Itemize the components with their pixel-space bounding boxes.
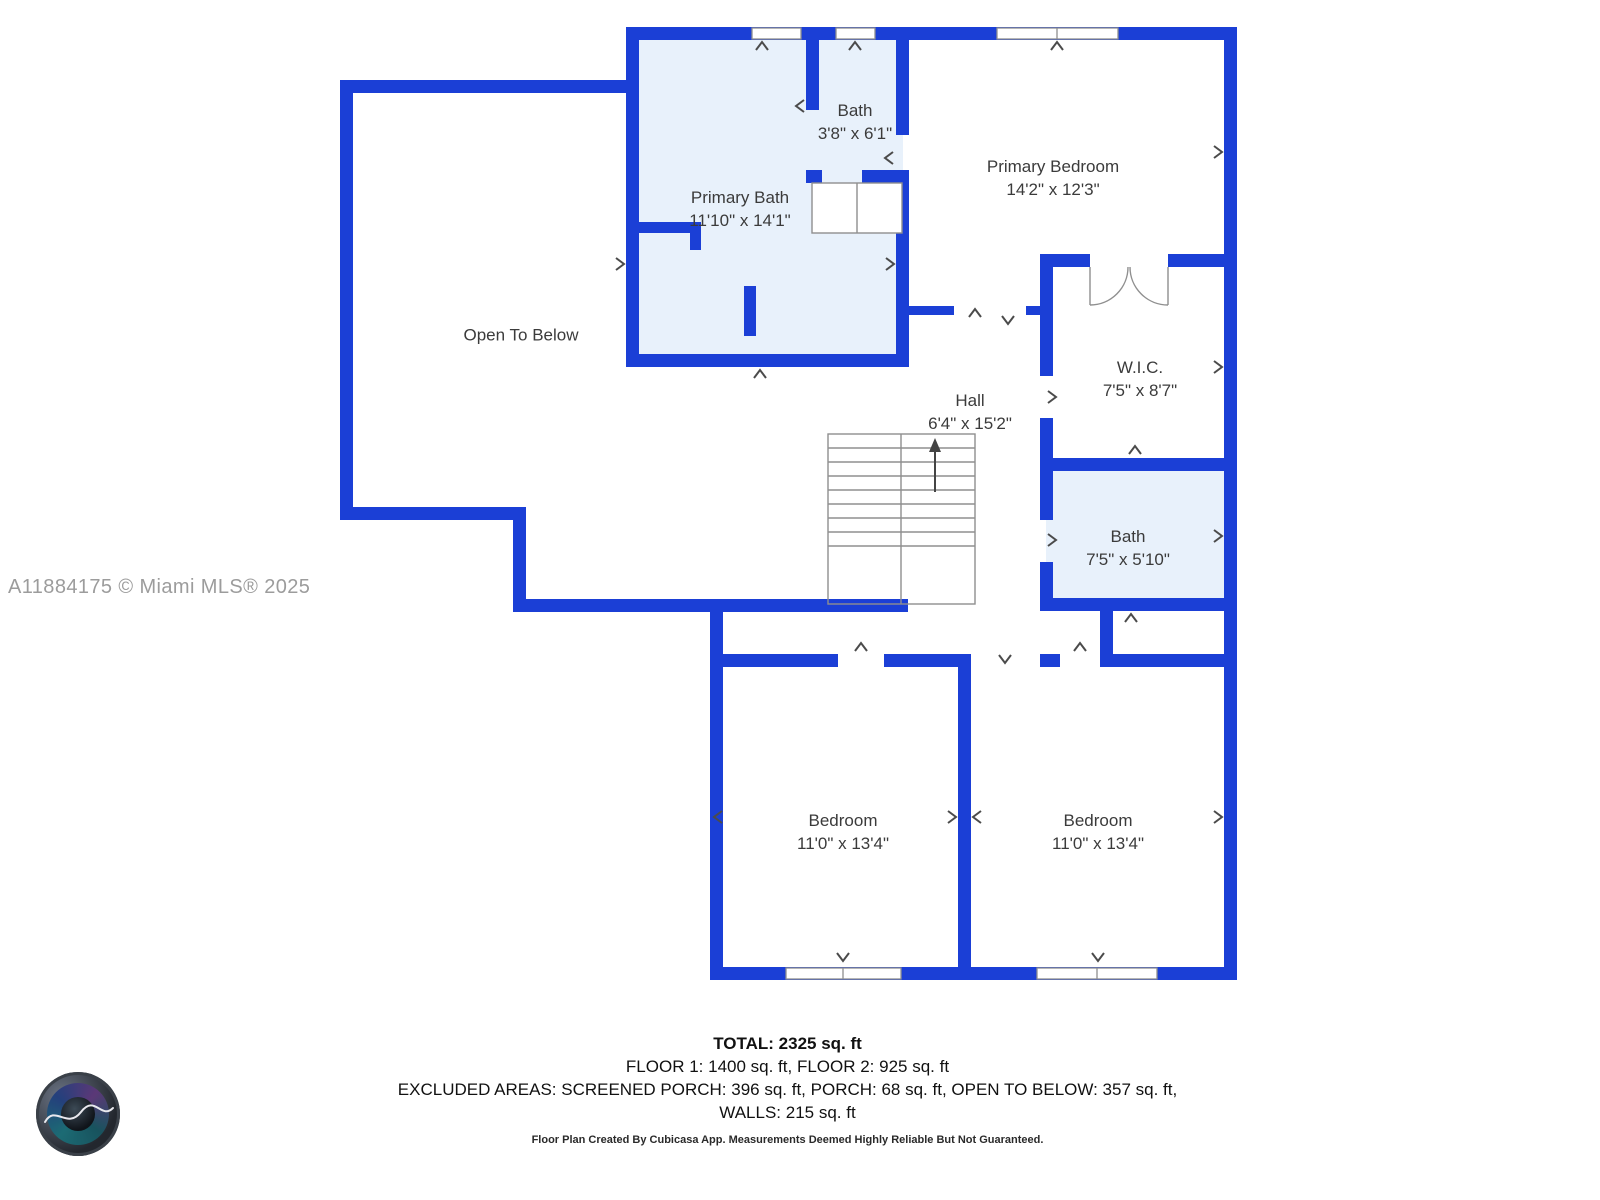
room-label-wic: W.I.C. 7'5" x 8'7" — [1103, 356, 1177, 402]
room-label-bedroom-right: Bedroom 11'0" x 13'4" — [1052, 809, 1144, 855]
room-label-bath: Bath 7'5" x 5'10" — [1086, 525, 1170, 571]
room-dims: 11'10" x 14'1" — [689, 211, 791, 230]
windows — [751, 27, 1158, 980]
room-name: Bedroom — [1063, 811, 1133, 830]
room-dims: 11'0" x 13'4" — [797, 834, 889, 853]
room-label-bath-small: Bath 3'8" x 6'1" — [818, 99, 892, 145]
room-label-primary-bedroom: Primary Bedroom 14'2" x 12'3" — [987, 155, 1119, 201]
room-dims: 11'0" x 13'4" — [1052, 834, 1144, 853]
room-label-hall: Hall 6'4" x 15'2" — [928, 389, 1012, 435]
mls-watermark: A11884175 © Miami MLS® 2025 — [8, 576, 311, 598]
signature-squiggle — [44, 1104, 114, 1123]
room-dims: 7'5" x 5'10" — [1086, 550, 1170, 569]
room-name: Hall — [955, 391, 985, 410]
room-name: Bath — [1110, 527, 1146, 546]
walls-area: WALLS: 215 sq. ft — [719, 1103, 856, 1122]
room-name: Open To Below — [463, 325, 579, 345]
disclaimer: Floor Plan Created By Cubicasa App. Meas… — [531, 1134, 1044, 1146]
room-label-open-to-below: Open To Below — [464, 324, 579, 347]
room-label-primary-bath: Primary Bath 11'10" x 14'1" — [689, 186, 790, 232]
room-dims: 7'5" x 8'7" — [1102, 381, 1178, 400]
excluded-areas: EXCLUDED AREAS: SCREENED PORCH: 396 sq. … — [397, 1080, 1178, 1099]
closet — [811, 182, 903, 234]
room-dims: 6'4" x 15'2" — [928, 414, 1012, 433]
room-name: Primary Bath — [690, 188, 790, 207]
stairs-up-arrow — [929, 438, 941, 492]
photographer-logo — [36, 1072, 120, 1156]
opening-arrows — [615, 40, 1224, 963]
floor-areas: FLOOR 1: 1400 sq. ft, FLOOR 2: 925 sq. f… — [625, 1057, 950, 1076]
area-summary: TOTAL: 2325 sq. ft FLOOR 1: 1400 sq. ft,… — [0, 1032, 1575, 1146]
room-name: Bedroom — [808, 811, 878, 830]
total-area: TOTAL: 2325 sq. ft — [713, 1034, 862, 1053]
room-name: Bath — [837, 101, 873, 120]
door-swing-arcs — [1089, 266, 1169, 306]
room-name: Primary Bedroom — [986, 157, 1120, 176]
stairs — [827, 433, 976, 605]
room-dims: 14'2" x 12'3" — [1006, 180, 1100, 199]
room-label-bedroom-left: Bedroom 11'0" x 13'4" — [797, 809, 889, 855]
room-name: W.I.C. — [1116, 358, 1164, 377]
room-dims: 3'8" x 6'1" — [817, 124, 893, 143]
